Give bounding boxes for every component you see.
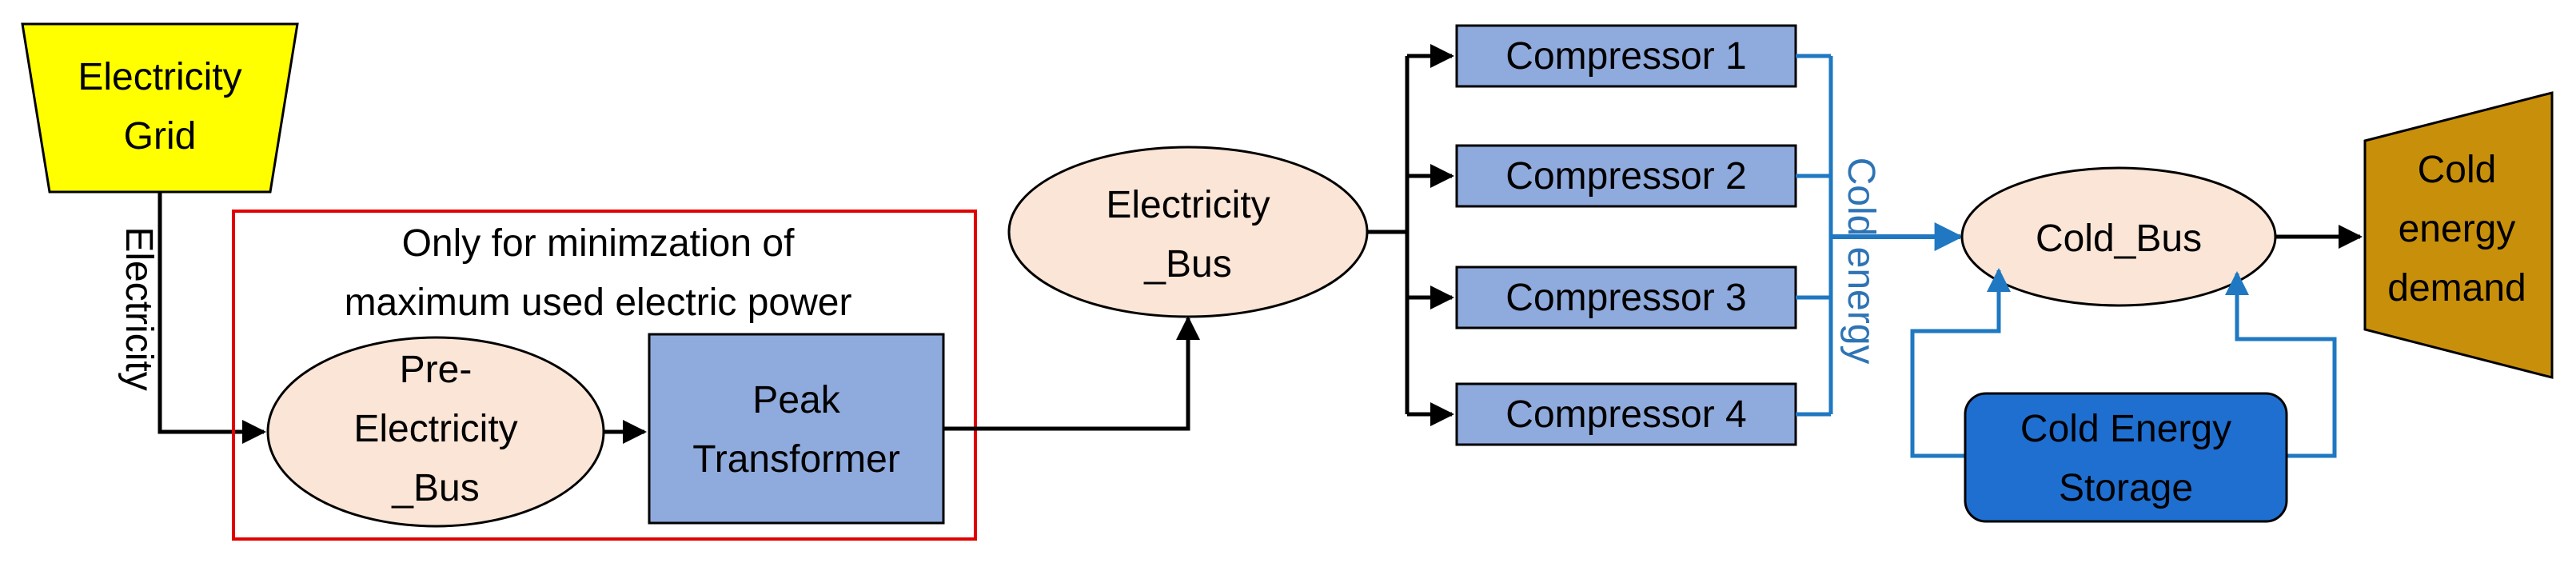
compressor-4-label: Compressor 4 xyxy=(1505,393,1746,436)
minimization-note-line-1: Only for minimzation of xyxy=(402,222,795,265)
compressor-1-label: Compressor 1 xyxy=(1505,35,1746,78)
cold-energy-storage-node xyxy=(1964,392,2288,523)
pre-electricity-bus-label-1: Pre- xyxy=(400,349,473,391)
electricity-grid-label-1: Electricity xyxy=(78,56,241,98)
compressor-3-label: Compressor 3 xyxy=(1505,277,1746,319)
grid-to-pre-bus-connector xyxy=(158,192,266,444)
minimization-note-frame xyxy=(232,210,977,541)
electricity-grid-node xyxy=(21,22,299,194)
storage-charge-line xyxy=(1910,268,2011,458)
cold-energy-demand-label-2: energy xyxy=(2399,208,2516,250)
cold-energy-storage-label-2: Storage xyxy=(2059,467,2193,509)
storage-discharge-line xyxy=(2225,271,2337,458)
cold-energy-demand-label-1: Cold xyxy=(2418,149,2497,191)
peak-transformer-node xyxy=(648,333,945,525)
compressor-3-node xyxy=(1455,266,1797,329)
compressor-2-label: Compressor 2 xyxy=(1505,155,1746,198)
compressor-4-node xyxy=(1455,382,1797,446)
transformer-to-electricity-bus-connector xyxy=(943,316,1200,431)
cold-energy-flow-label: Cold energy xyxy=(1840,158,1882,365)
cold-energy-demand-label-3: demand xyxy=(2387,267,2526,309)
peak-transformer-label-2: Transformer xyxy=(692,438,900,481)
pre-electricity-bus-label-3: _Bus xyxy=(391,467,479,509)
electricity-grid-label-2: Grid xyxy=(124,115,197,158)
cold-bus-label: Cold_Bus xyxy=(2036,218,2202,260)
electricity-bus-node xyxy=(1007,146,1369,318)
electricity-bus-label-1: Electricity xyxy=(1106,184,1270,226)
compressor-1-node xyxy=(1455,24,1797,88)
electricity-flow-label: Electricity xyxy=(118,226,160,390)
electricity-bus-label-2: _Bus xyxy=(1143,243,1231,285)
compressor-2-node xyxy=(1455,144,1797,208)
cold-energy-storage-label-1: Cold Energy xyxy=(2020,408,2231,450)
peak-transformer-label-1: Peak xyxy=(752,379,840,421)
minimization-note-line-2: maximum used electric power xyxy=(345,282,852,324)
pre-electricity-bus-label-2: Electricity xyxy=(353,408,517,450)
cold-energy-demand-node xyxy=(2363,91,2554,379)
